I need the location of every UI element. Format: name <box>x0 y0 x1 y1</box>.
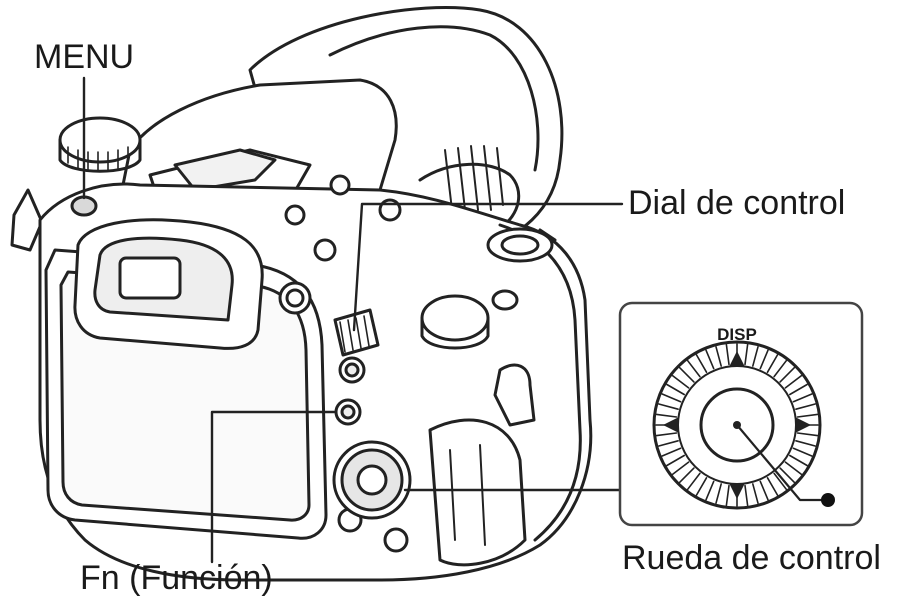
wheel-tick <box>686 472 701 491</box>
wheel-tick <box>795 439 817 447</box>
body-control-wheel <box>332 440 412 520</box>
mode-dial <box>58 116 142 173</box>
wheel-tick <box>795 403 817 411</box>
front-dial <box>420 289 519 350</box>
wheel-tick <box>661 393 682 403</box>
wheel-tick <box>695 476 708 496</box>
rear-control-dial <box>333 308 380 357</box>
wheel-tick <box>744 343 749 366</box>
disp-label: DISP <box>717 325 757 344</box>
wheel-tick <box>705 349 715 370</box>
wheel-tick <box>678 467 695 484</box>
wheel-tick <box>657 439 679 447</box>
wheel-tick <box>779 366 796 383</box>
wheel-tick <box>759 480 769 501</box>
rear-buttons <box>334 356 409 553</box>
wheel-tick <box>751 483 759 505</box>
wheel-tick <box>655 432 678 437</box>
rueda-de-control-label: Rueda de control <box>622 539 881 577</box>
strap-lug-left <box>10 188 44 252</box>
viewfinder <box>73 218 264 350</box>
top-buttons <box>278 174 402 315</box>
wheel-tick <box>661 447 682 457</box>
wheel-tick <box>796 413 819 418</box>
wheel-tick <box>715 483 723 505</box>
wheel-tick <box>725 484 730 507</box>
wheel-tick <box>773 472 788 491</box>
center-button-bullet-icon <box>821 493 835 507</box>
dial-leader-line <box>352 202 624 332</box>
wheel-tick <box>695 354 708 374</box>
wheel-tick <box>784 374 803 389</box>
wheel-tick <box>792 447 813 457</box>
wheel-tick <box>666 454 686 467</box>
leader-lines <box>82 76 624 564</box>
wheel-tick <box>678 366 695 383</box>
wheel-tick <box>788 383 808 396</box>
menu-label: MENU <box>34 38 135 76</box>
wheel-tick <box>725 343 730 366</box>
menu-button <box>70 195 98 217</box>
arrow-right-icon <box>795 417 811 433</box>
wheel-tick <box>766 476 779 496</box>
hand-grip <box>428 418 527 567</box>
wheel-tick <box>666 383 686 396</box>
wheel-tick <box>788 454 808 467</box>
wheel-tick <box>657 403 679 411</box>
wheel-tick <box>792 393 813 403</box>
wheel-tick <box>784 461 803 476</box>
wheel-tick <box>766 354 779 374</box>
wheel-tick <box>796 432 819 437</box>
wheel-tick <box>715 345 723 367</box>
wheel-tick <box>655 413 678 418</box>
dial-de-control-label: Dial de control <box>628 184 846 222</box>
wheel-tick <box>744 484 749 507</box>
shutter-release <box>486 227 557 263</box>
wheel-tick <box>671 374 690 389</box>
fn-funcion-label: Fn (Función) <box>80 559 273 597</box>
wheel-tick <box>671 461 690 476</box>
wheel-tick <box>686 359 701 378</box>
wheel-tick <box>751 345 759 367</box>
arrow-left-icon <box>663 417 679 433</box>
wheel-tick <box>759 349 769 370</box>
arrow-down-icon <box>729 483 745 499</box>
fn-leader-line <box>210 410 338 564</box>
strap-lug-right <box>493 363 536 427</box>
arrow-up-icon <box>729 351 745 367</box>
wheel-tick <box>779 467 796 484</box>
control-wheel-inset: DISP <box>618 301 864 527</box>
wheel-tick <box>773 359 788 378</box>
wheel-tick <box>705 480 715 501</box>
center-button-leader <box>735 423 824 502</box>
